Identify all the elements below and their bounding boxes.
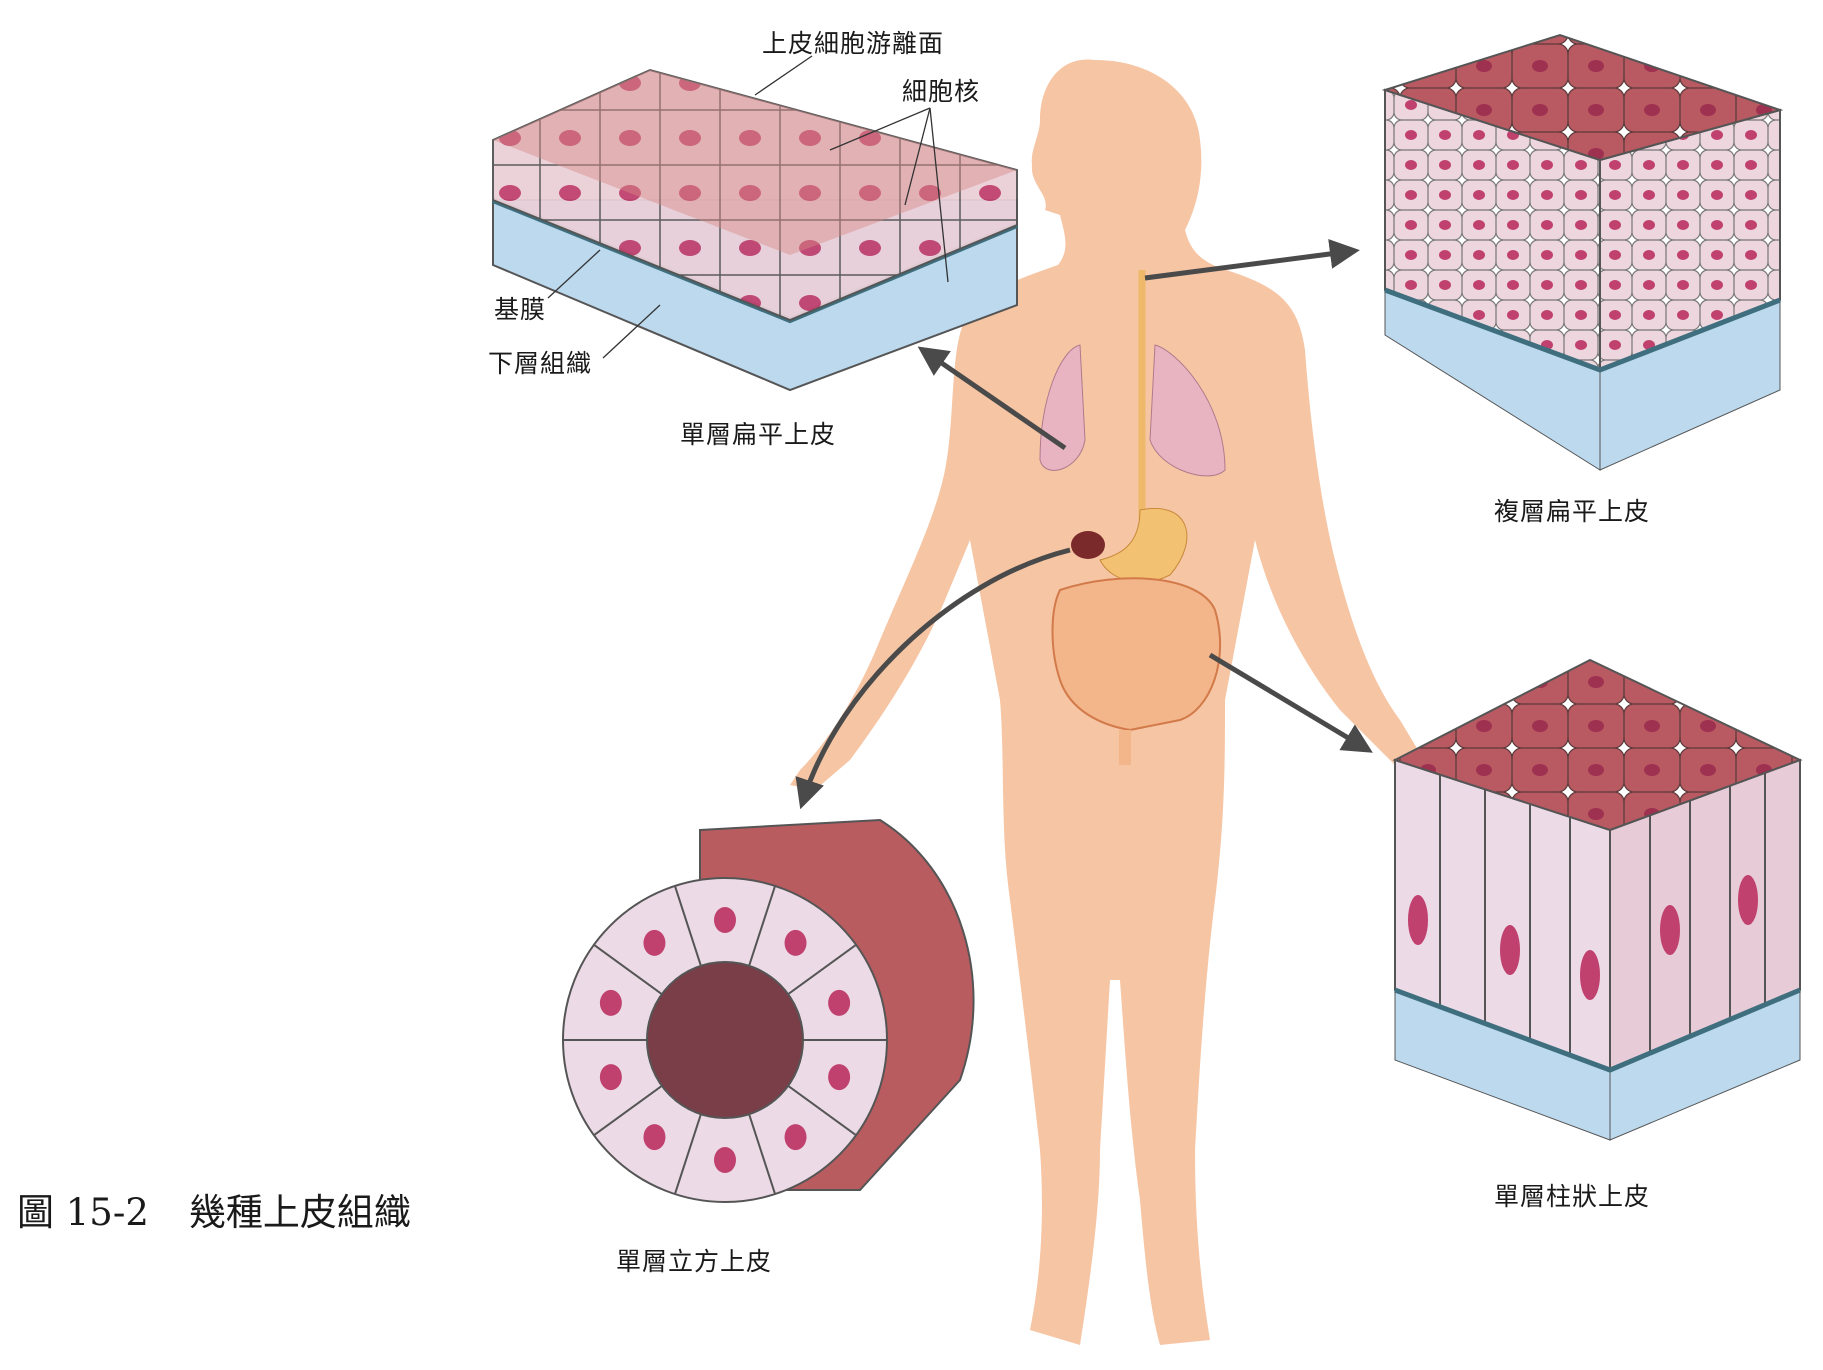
- cell-boundary: [673, 1113, 702, 1195]
- cell-nucleus: [784, 1124, 807, 1151]
- simple-squamous-illustration: [491, 68, 1019, 392]
- label-underlying-tissue: 下層組織: [488, 349, 593, 378]
- kidney: [1071, 531, 1105, 559]
- figure-caption: 圖 15-2 幾種上皮組織: [17, 1182, 451, 1236]
- label-simple-cuboidal: 單層立方上皮: [616, 1247, 773, 1276]
- cell-boundary: [748, 1113, 777, 1195]
- figure-title: 幾種上皮組織: [188, 1191, 411, 1234]
- cell-nucleus: [784, 929, 807, 956]
- arrows: [795, 239, 1373, 810]
- cell-nucleus: [828, 989, 851, 1016]
- cell-boundary: [787, 1085, 857, 1137]
- stratified-squamous-illustration: [1381, 33, 1784, 471]
- label-basement-membrane: 基膜: [494, 295, 547, 324]
- cell-boundary: [748, 885, 777, 967]
- intestines: [1051, 577, 1222, 732]
- cell-nucleus: [643, 929, 666, 956]
- simple-columnar-illustration: [1392, 658, 1803, 1141]
- label-free-surface: 上皮細胞游離面: [762, 29, 945, 58]
- cell-nucleus: [599, 989, 622, 1016]
- cell-boundary: [673, 885, 702, 967]
- cell-nucleus: [828, 1064, 851, 1091]
- cell-nucleus: [714, 1147, 736, 1173]
- label-simple-squamous: 單層扁平上皮: [680, 420, 837, 449]
- cell-boundary: [593, 1085, 663, 1137]
- cell-nucleus: [643, 1124, 666, 1151]
- lungs: [1039, 344, 1226, 477]
- simple-cuboidal-illustration: [562, 818, 975, 1203]
- label-stratified-squamous: 複層扁平上皮: [1494, 497, 1651, 526]
- figure-number: 圖 15-2: [17, 1191, 149, 1234]
- cell-boundary: [593, 943, 663, 995]
- label-simple-columnar: 單層柱狀上皮: [1494, 1182, 1651, 1211]
- cell-nucleus: [599, 1064, 622, 1091]
- cell-nucleus: [714, 907, 736, 933]
- label-nucleus: 細胞核: [902, 77, 981, 106]
- cell-boundary: [787, 943, 857, 995]
